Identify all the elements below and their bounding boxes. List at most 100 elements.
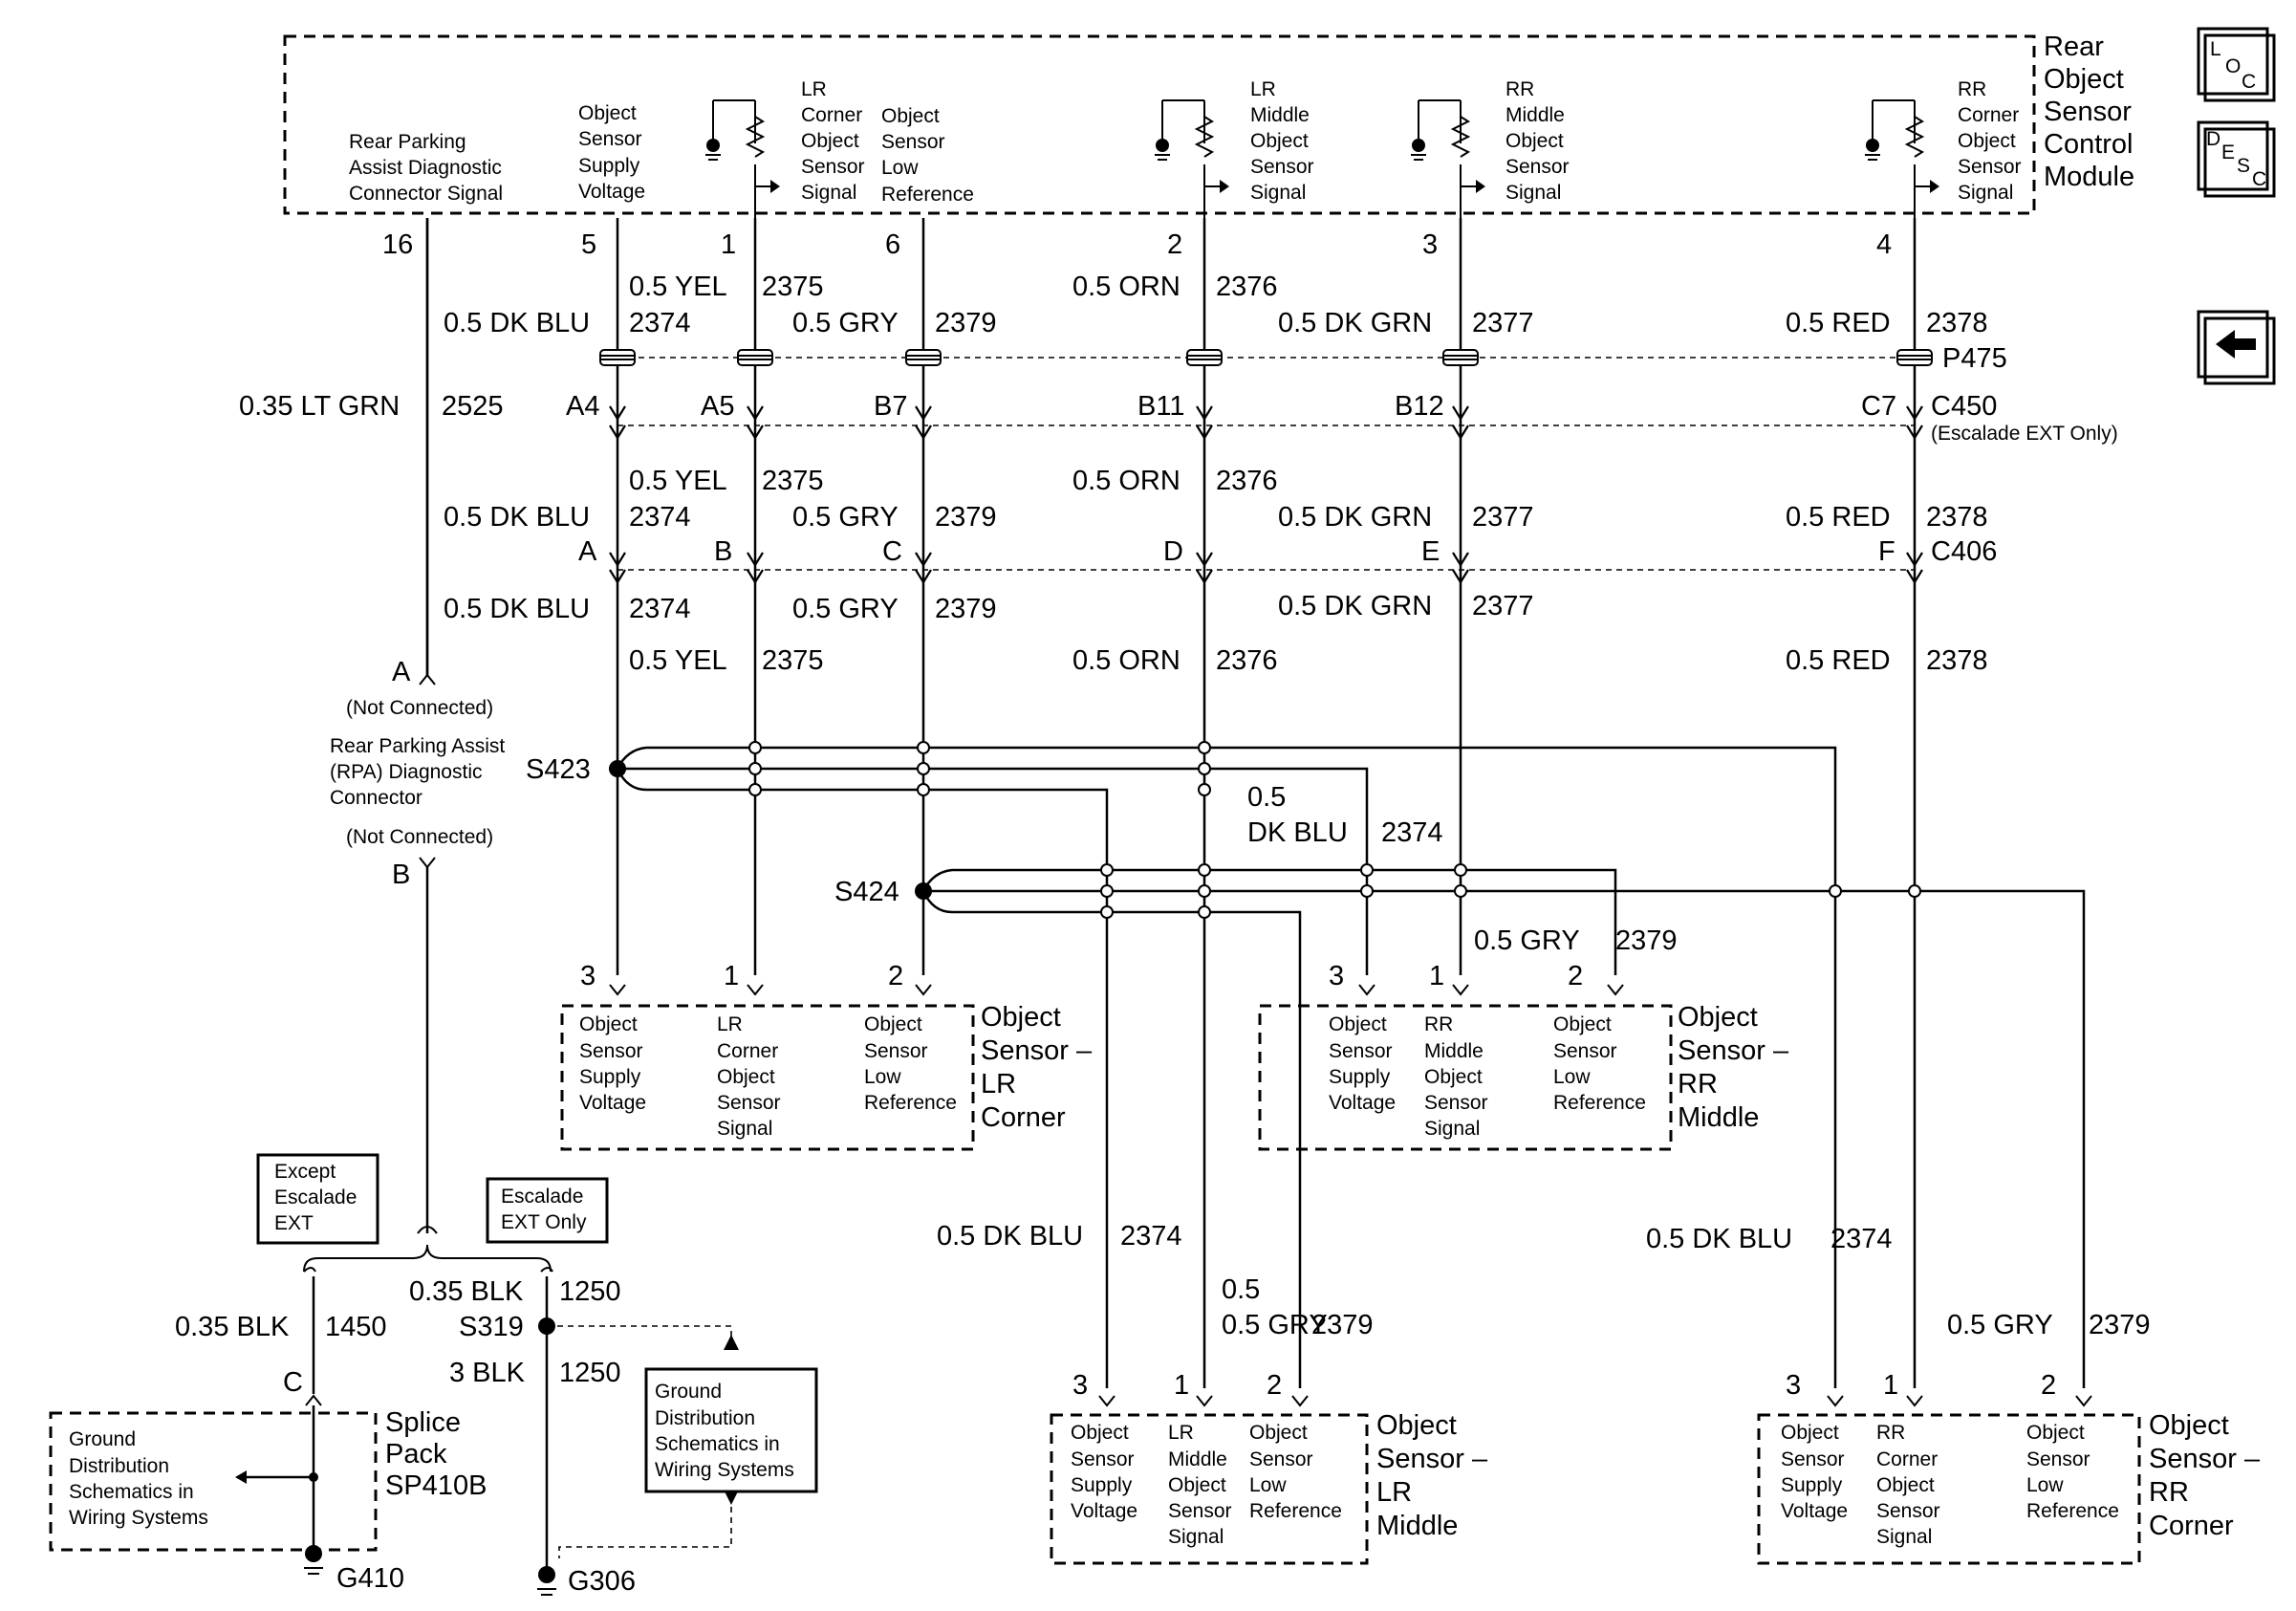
svg-text:Rear Parking Assist: Rear Parking Assist [330,735,505,757]
svg-text:0.5 YEL: 0.5 YEL [629,466,727,496]
svg-text:Object: Object [1505,130,1564,152]
ground-wire-labels: 0.35 BLK 1450 0.35 BLK 1250 3 BLK 1250 C [175,1276,621,1398]
escalade-ext-box: Escalade EXT Only [486,1177,609,1244]
sensor-lr-middle: 3 1 2 Object Sensor Supply Voltage LR Mi… [1050,1370,1488,1565]
svg-text:Object: Object [2026,1422,2085,1444]
svg-text:3 BLK: 3 BLK [449,1358,526,1388]
svg-text:Low: Low [1249,1474,1287,1496]
svg-text:Corner: Corner [2149,1511,2234,1541]
desc-icon[interactable]: D E S C [2197,120,2276,198]
svg-text:Corner: Corner [801,104,862,126]
svg-text:0.5 GRY: 0.5 GRY [792,594,899,624]
svg-text:Object: Object [981,1002,1061,1033]
loc-icon[interactable]: L O C [2197,27,2276,102]
svg-text:2: 2 [2041,1370,2056,1401]
svg-text:D: D [2206,128,2220,150]
rpa-connector-name: Rear Parking Assist (RPA) Diagnostic Con… [330,735,505,809]
rpa-pin-b-arrow [419,857,436,869]
svg-text:Sensor: Sensor [881,131,945,153]
svg-text:Supply: Supply [1329,1066,1391,1088]
svg-text:Object: Object [1553,1013,1612,1035]
svg-text:2377: 2377 [1472,591,1534,621]
svg-text:1250: 1250 [559,1358,621,1388]
svg-text:0.5 GRY: 0.5 GRY [792,308,899,338]
svg-text:Reference: Reference [2026,1500,2119,1522]
svg-text:C: C [283,1367,303,1398]
svg-text:SP410B: SP410B [385,1470,487,1501]
svg-text:3: 3 [1329,961,1344,991]
back-arrow-icon[interactable] [2197,310,2276,385]
svg-text:Object: Object [1876,1474,1935,1496]
svg-text:D: D [1163,536,1183,567]
svg-text:Object: Object [578,102,637,124]
svg-text:5: 5 [581,229,596,260]
svg-text:2379: 2379 [935,594,997,624]
rpa-not-connected-b: (Not Connected) [346,826,493,848]
svg-text:0.5 DK GRN: 0.5 DK GRN [1278,591,1432,621]
svg-text:Ground: Ground [69,1428,136,1450]
svg-text:1450: 1450 [325,1312,387,1342]
svg-text:RR: RR [1505,78,1534,100]
svg-text:E: E [2221,142,2235,163]
rr-middle-wire-label: 0.5 GRY 2379 [1474,925,1678,956]
svg-text:Object: Object [1168,1474,1226,1496]
svg-text:0.5 DK BLU: 0.5 DK BLU [1646,1224,1792,1254]
svg-text:Pack: Pack [385,1439,447,1469]
svg-text:Rear Parking: Rear Parking [349,131,466,153]
svg-text:2: 2 [1568,961,1583,991]
svg-text:2525: 2525 [442,391,504,422]
svg-text:A5: A5 [701,391,734,422]
svg-text:0.5 GRY: 0.5 GRY [1222,1310,1328,1340]
svg-text:Sensor: Sensor [578,128,642,150]
svg-text:G410: G410 [336,1563,404,1594]
svg-text:Middle: Middle [1678,1102,1759,1133]
sensor-rr-middle: 3 1 2 Object Sensor Supply Voltage RR Mi… [1258,961,1789,1151]
svg-text:Object: Object [1329,1013,1387,1035]
svg-text:3: 3 [580,961,596,991]
svg-text:2378: 2378 [1926,308,1988,338]
svg-text:(RPA) Diagnostic: (RPA) Diagnostic [330,761,483,783]
svg-text:0.5 RED: 0.5 RED [1786,502,1891,533]
sensor-input-symbols [705,99,1939,218]
svg-text:Low: Low [1553,1066,1591,1088]
svg-text:Object: Object [717,1066,775,1088]
svg-text:2379: 2379 [935,502,997,533]
svg-text:0.5: 0.5 [1222,1274,1260,1305]
svg-text:1: 1 [1429,961,1444,991]
svg-text:Reference: Reference [864,1092,957,1114]
svg-text:Supply: Supply [1781,1474,1843,1496]
svg-text:2375: 2375 [762,466,824,496]
module-pin-labels: Rear Parking Assist Diagnostic Connector… [349,78,2022,206]
rpa-not-connected-a: (Not Connected) [346,697,493,719]
svg-text:LR: LR [717,1013,743,1035]
svg-text:Sensor: Sensor [1168,1500,1232,1522]
svg-text:Object: Object [801,130,859,152]
splice-pack-sp410b: Ground Distribution Schematics in Wiring… [49,1394,487,1594]
svg-text:2379: 2379 [2089,1310,2151,1340]
svg-text:B7: B7 [874,391,907,422]
svg-text:Object: Object [2149,1410,2229,1441]
svg-text:B12: B12 [1395,391,1444,422]
svg-text:2376: 2376 [1216,272,1278,302]
svg-text:LR: LR [801,78,827,100]
svg-text:Supply: Supply [579,1066,641,1088]
svg-text:Object: Object [1781,1422,1839,1444]
svg-text:3: 3 [1072,1370,1088,1401]
svg-text:LR: LR [1168,1422,1194,1444]
svg-text:Escalade: Escalade [501,1186,583,1208]
c406-pins: A B C D E F [578,536,1895,567]
svg-text:1: 1 [1883,1370,1898,1401]
svg-text:Object: Object [881,105,940,127]
svg-text:2: 2 [1267,1370,1282,1401]
svg-text:Object: Object [1424,1066,1483,1088]
svg-text:Sensor: Sensor [1424,1092,1488,1114]
svg-text:0.5 GRY: 0.5 GRY [792,502,899,533]
svg-text:2379: 2379 [1615,925,1678,956]
ground-distribution-ref-box[interactable]: Ground Distribution Schematics in Wiring… [644,1367,818,1493]
sensor-lr-corner: 3 1 2 Object Sensor Supply Voltage LR Co… [560,961,1093,1151]
svg-text:EXT: EXT [274,1212,314,1234]
svg-text:Distribution: Distribution [69,1455,169,1477]
svg-text:Low: Low [881,157,919,179]
c450-arrows [609,405,1923,441]
